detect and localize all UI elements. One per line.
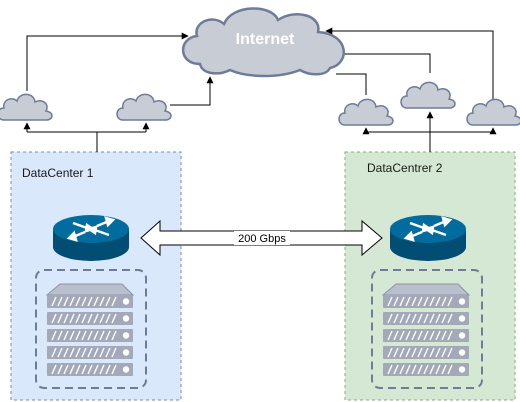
cloud-icon bbox=[0, 93, 53, 121]
link-label-bg bbox=[234, 231, 290, 245]
edge-left-cloud-2-to-internet bbox=[170, 76, 214, 106]
edge-right-cloud-3-to-internet bbox=[325, 27, 494, 100]
cloud-icon bbox=[338, 98, 394, 126]
link-200gbps: 200 Gbps bbox=[140, 219, 383, 257]
server-icon bbox=[45, 283, 135, 376]
edges bbox=[23, 27, 497, 152]
edge-left-cloud-1-to-internet bbox=[26, 32, 189, 91]
internet-cloud: Internet bbox=[181, 7, 345, 78]
edge-internet-to-right-cloud-1 bbox=[336, 73, 367, 95]
cloud-icon bbox=[181, 7, 345, 78]
cloud-icon bbox=[116, 93, 172, 121]
router-icon bbox=[53, 215, 129, 261]
rack-border bbox=[35, 269, 147, 389]
cloud-icon bbox=[466, 98, 520, 126]
datacenter-1-label: DataCenter 1 bbox=[22, 166, 94, 180]
router-icon bbox=[390, 215, 466, 261]
server-icon bbox=[381, 283, 471, 376]
rack-border bbox=[371, 269, 483, 389]
datacenter-2-label: DataCentrer 2 bbox=[367, 161, 443, 175]
server-rack-2 bbox=[371, 269, 483, 389]
edge-internet-to-right-cloud-2 bbox=[341, 53, 431, 73]
datacenter-2-box bbox=[344, 151, 516, 401]
cloud-icon bbox=[400, 81, 456, 109]
server-rack-1 bbox=[35, 269, 147, 389]
link-label: 200 Gbps bbox=[238, 233, 286, 245]
internet-label: Internet bbox=[236, 31, 295, 48]
